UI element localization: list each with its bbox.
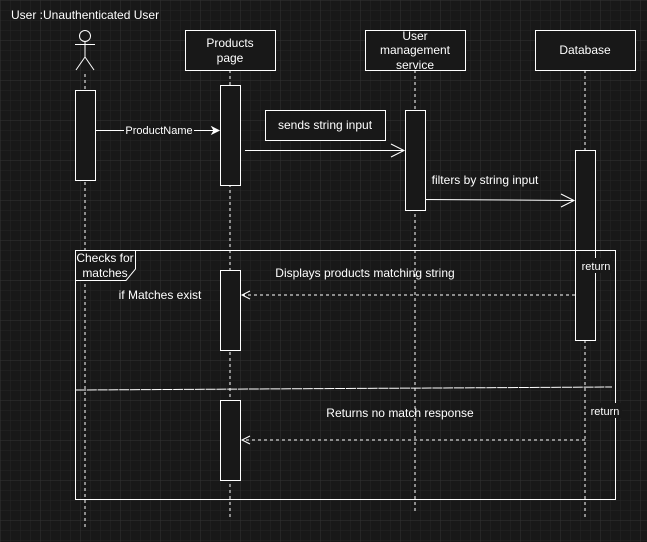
fragment-label-box (75, 250, 136, 281)
participant-products-page[interactable]: Products page (185, 30, 276, 71)
activation-products-page-1[interactable] (220, 85, 241, 186)
message-return-displays-products[interactable]: Displays products matching string return (240, 258, 612, 300)
activation-products-page-3[interactable] (220, 400, 241, 481)
activation-user[interactable] (75, 90, 96, 181)
combined-fragment[interactable]: Checks for matches (75, 250, 616, 500)
message-return-no-match[interactable]: Returns no match response return (240, 403, 622, 445)
fragment-label-line-2: matches (82, 266, 127, 280)
label-product-name: ProductName (125, 125, 192, 137)
svg-text:service: service (396, 58, 434, 72)
svg-text:Database: Database (559, 43, 611, 57)
svg-text:page: page (217, 51, 244, 65)
svg-text:sends string input: sends string input (278, 118, 373, 132)
label-filters-by-string-input: filters by string input (432, 173, 539, 187)
label-return-2: return (591, 406, 620, 418)
label-returns-no-match: Returns no match response (326, 406, 474, 420)
label-displays-products: Displays products matching string (275, 266, 454, 280)
label-return-1: return (582, 261, 611, 273)
activation-user-management-service[interactable] (405, 110, 426, 211)
participant-database[interactable]: Database (535, 30, 636, 71)
actor-user[interactable] (75, 30, 95, 71)
message-product-name[interactable]: ProductName (95, 124, 221, 137)
message-filters-by-string-input[interactable]: filters by string input (425, 173, 576, 208)
guard-if-matches-exist: if Matches exist (119, 288, 202, 302)
svg-text:User: User (402, 29, 427, 43)
message-products-to-service[interactable] (245, 143, 406, 158)
svg-text:Products: Products (206, 36, 253, 50)
activation-products-page-2[interactable] (220, 270, 241, 351)
participant-user-management-service[interactable]: User management service (365, 29, 466, 72)
fragment-separator (75, 386, 613, 391)
activation-database[interactable] (575, 150, 596, 341)
note-sends-string-input[interactable]: sends string input (265, 110, 386, 141)
svg-text:management: management (380, 43, 451, 57)
fragment-label-line-1: Checks for (76, 251, 133, 265)
diagram-title: User :Unauthenticated User (11, 8, 159, 22)
